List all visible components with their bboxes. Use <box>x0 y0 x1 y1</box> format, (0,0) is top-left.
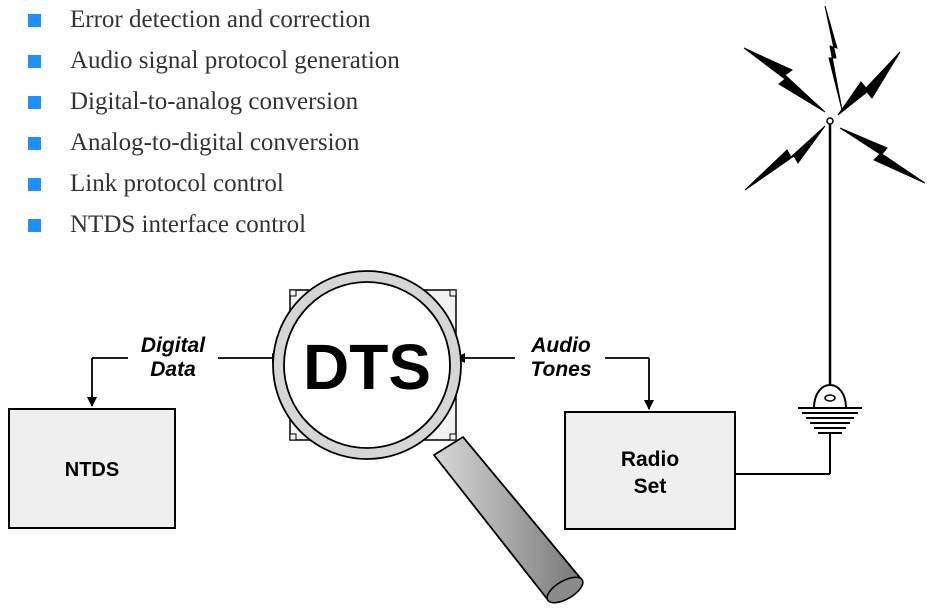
radio-set-label-line2: Set <box>634 475 667 498</box>
function-item-label: Analog-to-digital conversion <box>70 129 360 156</box>
radio-waves-icon <box>743 5 926 191</box>
function-list: Error detection and correction Audio sig… <box>28 2 400 248</box>
digital-data-connector <box>87 353 282 407</box>
bullet-square-icon <box>28 178 41 191</box>
lightning-bolt-lower-right <box>839 127 926 184</box>
bullet-square-icon <box>28 96 41 109</box>
bullet-square-icon <box>28 55 41 68</box>
radio-set-box: Radio Set <box>564 411 736 530</box>
ntds-box: NTDS <box>8 408 176 529</box>
bullet-square-icon <box>28 14 41 27</box>
bullet-square-icon <box>28 137 41 150</box>
magnifier-handle-end <box>546 576 584 604</box>
function-item-label: Error detection and correction <box>70 6 371 33</box>
antenna-dome <box>812 383 848 409</box>
radio-set-label-line1: Radio <box>621 448 679 471</box>
function-item-label: Link protocol control <box>70 170 284 197</box>
audio-tones-label-line2: Tones <box>530 358 591 381</box>
bullet-square-icon <box>28 219 41 232</box>
digital-data-label-line2: Data <box>150 358 196 381</box>
lightning-bolt-lower-left <box>744 125 826 191</box>
function-item-error-detection: Error detection and correction <box>28 2 400 43</box>
antenna-icon <box>735 117 862 475</box>
ntds-label: NTDS <box>65 459 119 481</box>
function-item-label: Audio signal protocol generation <box>70 47 400 74</box>
function-item-dac: Digital-to-analog conversion <box>28 84 400 125</box>
magnifier-lens <box>283 281 451 449</box>
function-item-label: Digital-to-analog conversion <box>70 88 359 115</box>
lightning-bolt-upper-right <box>837 51 901 116</box>
function-item-adc: Analog-to-digital conversion <box>28 125 400 166</box>
magnifier-handle <box>432 435 584 602</box>
function-item-ntds-interface: NTDS interface control <box>28 207 400 248</box>
lightning-bolt-upper-left <box>743 47 826 113</box>
function-item-audio-protocol: Audio signal protocol generation <box>28 43 400 84</box>
antenna-dome-ring <box>824 394 836 402</box>
function-item-label: NTDS interface control <box>70 211 307 238</box>
magnifying-glass-icon: DTS <box>272 270 584 604</box>
lightning-bolt-top <box>824 5 843 111</box>
antenna-tip <box>826 117 834 125</box>
dts-label: DTS <box>303 331 431 403</box>
function-item-link-protocol: Link protocol control <box>28 166 400 207</box>
audio-tones-connector <box>455 353 654 410</box>
digital-data-label-line1: Digital <box>141 334 206 357</box>
audio-tones-label-line1: Audio <box>530 334 591 357</box>
